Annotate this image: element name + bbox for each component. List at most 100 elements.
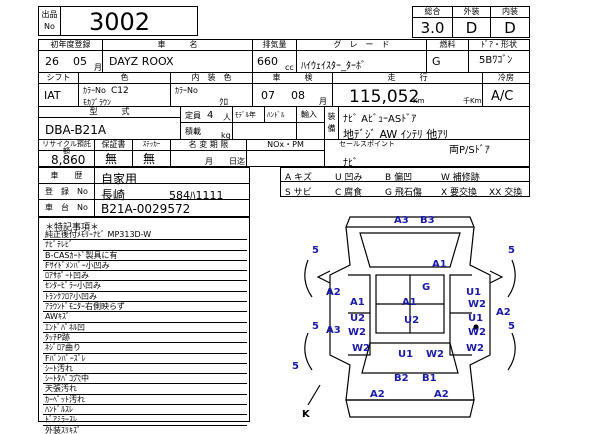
note-item: ﾅﾋﾞﾃﾚﾋﾞ [43, 240, 247, 251]
mileage-unit-k: 千Km [463, 97, 482, 105]
door-shape: 5Bﾜｺﾞﾝ [479, 55, 513, 66]
damage-mark: 5 [508, 321, 515, 332]
note-item: ﾊﾝﾄﾞﾙｽﾚ [43, 405, 247, 416]
damage-mark: B3 [420, 215, 435, 226]
selling-line-1: 両P/Sﾄﾞｱ [449, 145, 490, 156]
damage-mark: 5 [508, 245, 515, 256]
reg-no: 584ﾊ1111 [169, 189, 224, 202]
wheel-fr-shape [507, 259, 516, 298]
legend-c: C 腐食 [335, 188, 363, 198]
legend-xx: XX 交換 [489, 188, 523, 198]
rear-window-shape [361, 342, 459, 374]
capacity-unit: 人 [223, 113, 231, 122]
damage-mark: W2 [468, 299, 486, 310]
damage-mark: W2 [348, 327, 366, 338]
note-item: Fｻｲﾄﾞﾒﾝﾊﾞｰ小凹み [43, 261, 247, 272]
interior-label: 内装 [491, 7, 529, 18]
shift: IAT [44, 89, 61, 102]
frame-no: B21A-0029572 [101, 202, 191, 216]
sticker: 無 [143, 152, 156, 166]
note-item: ｶｰﾍﾟｯﾄ汚れ [43, 395, 247, 406]
note-item: ｼｰﾄ汚れ [43, 364, 247, 375]
note-item: 純正後付ﾒﾓﾘｰﾅﾋﾞ MP313D-W [43, 230, 247, 241]
equip-label: 装備 [325, 107, 339, 140]
damage-mark: 5 [312, 245, 319, 256]
equip-line-1: ﾅﾋﾞ AﾋﾞｭｰASﾄﾞｱ [343, 114, 417, 125]
damage-mark: A1 [402, 297, 417, 308]
insp-year: 07 [261, 89, 275, 102]
note-item: AWｷｽﾞ [43, 312, 247, 323]
damage-mark: W2 [466, 343, 484, 354]
damage-mark: W2 [426, 349, 444, 360]
selling-line-2: ﾅﾋﾞ [343, 158, 358, 169]
note-item: 外装ｽﾘｷｽﾞ [43, 426, 247, 434]
damage-mark: A2 [326, 287, 341, 298]
grade: ﾊｲｳｪｲｽﾀｰ_ﾀｰﾎﾞ [301, 61, 366, 72]
insp-month-unit: 月 [319, 97, 327, 106]
handle-label: ﾊﾝﾄﾞﾙ [267, 111, 285, 119]
legend-w: W 補修跡 [441, 173, 480, 183]
damage-mark: B1 [422, 373, 437, 384]
color-no-label: ｶﾗｰNo [83, 86, 106, 95]
damage-mark: B2 [394, 373, 409, 384]
wheel-rr-shape [507, 332, 516, 371]
import-label: 輸入 [301, 110, 317, 119]
int-color-no-label: ｶﾗｰNo [175, 86, 198, 95]
damage-mark: A3 [326, 325, 341, 336]
legend-b: B 偏凹 [385, 173, 413, 183]
note-item: 天張汚れ [43, 384, 247, 395]
cc-unit: cc [285, 63, 294, 72]
reg-month: 05 [73, 55, 87, 68]
name-change-day: 日迄 [229, 157, 245, 166]
damage-mark: W2 [468, 327, 486, 338]
capacity: 4 [207, 110, 214, 121]
frame-label: 車 台 No [39, 200, 95, 216]
windshield-shape [359, 232, 461, 268]
fuel: G [432, 55, 441, 68]
score-value: 3.0 [413, 18, 453, 37]
aircon: A/C [491, 89, 514, 104]
damage-mark: 5 [312, 321, 319, 332]
reg-place: 長崎 [101, 188, 126, 202]
damage-mark: U1 [398, 349, 413, 360]
exterior-grade: D [453, 18, 491, 37]
rear-bumper-shape [345, 399, 475, 418]
mileage: 115,052 [349, 87, 420, 107]
legend-x: X 要交換 [441, 188, 478, 198]
note-item: ｴﾝﾄﾞﾊﾟﾈﾙ凹 [43, 323, 247, 333]
note-item: Fﾊﾞﾝﾊﾟｰｽﾞﾚ [43, 354, 247, 364]
note-item: ﾈｼﾞﾛｱ曲り [43, 343, 247, 354]
notes-title: ＊特記事項＊ [45, 223, 100, 233]
history-box: 車 歴 自家用 登 録 No 長崎 584ﾊ1111 車 台 No B21A-0… [38, 167, 250, 217]
car-name: DAYZ ROOX [109, 55, 174, 68]
note-item: ﾛｱｻﾎﾟｰﾄ凹み [43, 271, 247, 282]
score-box: 総合 外装 内装 3.0 D D [412, 6, 530, 38]
note-item: ｼｰﾄﾀﾊﾞｺ穴中 [43, 374, 247, 385]
type-code: DBA-B21A [45, 123, 107, 137]
note-item: ﾀｯﾁP跡 [43, 333, 247, 344]
warranty: 無 [105, 152, 118, 166]
reg-month-unit: 月 [94, 63, 102, 72]
damage-mark: U2 [350, 313, 365, 324]
note-item: ﾄﾗﾝｸﾌﾛｱ小凹み [43, 292, 247, 303]
history-value: 自家用 [101, 172, 138, 186]
reg-no-label: 登 録 No [39, 184, 95, 200]
aircon-label: 冷房 [498, 73, 514, 82]
name-change-month: 月 [205, 157, 213, 166]
legend-a: A キズ [285, 173, 313, 183]
exterior-label: 外装 [453, 7, 491, 18]
damage-mark: K [302, 409, 311, 420]
score-label: 総合 [413, 7, 453, 18]
int-color: ｸﾛ [219, 98, 229, 108]
note-item: ﾄﾞｱﾐﾗｰｽﾚ [43, 415, 247, 426]
damage-mark: A1 [350, 297, 365, 308]
note-item: B-CASｶｰﾄﾞ製具に有 [43, 251, 247, 261]
equip-line-2: 地ﾃﾞｼﾞ AW ｲﾝﾃﾘ 他ｱﾘ [343, 128, 449, 141]
damage-mark: A2 [370, 389, 385, 400]
damage-mark: A1 [432, 259, 447, 270]
note-item: ｱﾗｳﾝﾄﾞﾓﾆﾀｰ右側映らず [43, 302, 247, 313]
